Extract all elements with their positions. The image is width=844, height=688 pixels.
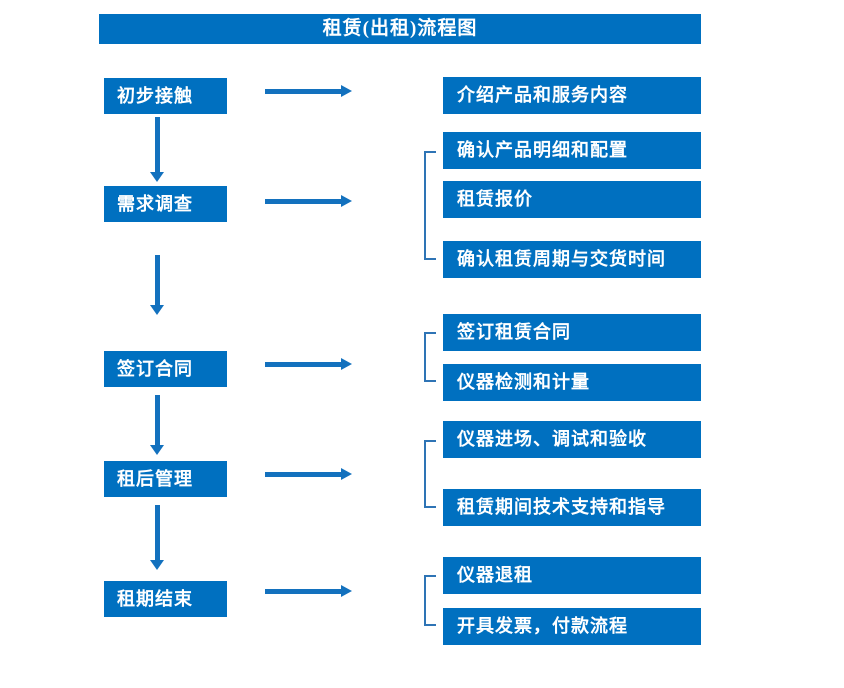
down-arrow-3 — [150, 395, 164, 455]
step-box-post-rental: 租后管理 — [104, 461, 227, 497]
group-bracket-demand-survey — [424, 151, 436, 260]
down-arrow-2 — [150, 255, 164, 315]
right-arrow-1 — [265, 85, 352, 97]
step-box-sign-contract: 签订合同 — [104, 351, 227, 387]
detail-box-instrument-test: 仪器检测和计量 — [443, 364, 701, 401]
down-arrow-4 — [150, 505, 164, 570]
detail-box-rental-quote: 租赁报价 — [443, 181, 701, 218]
detail-box-instrument-return: 仪器退租 — [443, 557, 701, 594]
right-arrow-2 — [265, 195, 352, 207]
right-arrow-5 — [265, 585, 352, 597]
detail-box-confirm-period: 确认租赁周期与交货时间 — [443, 241, 701, 278]
detail-box-instrument-setup: 仪器进场、调试和验收 — [443, 421, 701, 458]
right-arrow-4 — [265, 468, 352, 480]
detail-box-sign-lease: 签订租赁合同 — [443, 314, 701, 351]
group-bracket-rental-end — [424, 575, 436, 626]
group-bracket-sign-contract — [424, 332, 436, 382]
down-arrow-1 — [150, 117, 164, 182]
detail-box-intro-products: 介绍产品和服务内容 — [443, 77, 701, 114]
right-arrow-3 — [265, 358, 352, 370]
step-box-initial-contact: 初步接触 — [104, 78, 227, 114]
detail-box-invoice-payment: 开具发票，付款流程 — [443, 608, 701, 645]
step-box-demand-survey: 需求调查 — [104, 186, 227, 222]
diagram-title: 租赁(出租)流程图 — [99, 14, 701, 44]
detail-box-confirm-config: 确认产品明细和配置 — [443, 132, 701, 169]
detail-box-tech-support: 租赁期间技术支持和指导 — [443, 489, 701, 526]
group-bracket-post-rental — [424, 440, 436, 508]
step-box-rental-end: 租期结束 — [104, 581, 227, 617]
